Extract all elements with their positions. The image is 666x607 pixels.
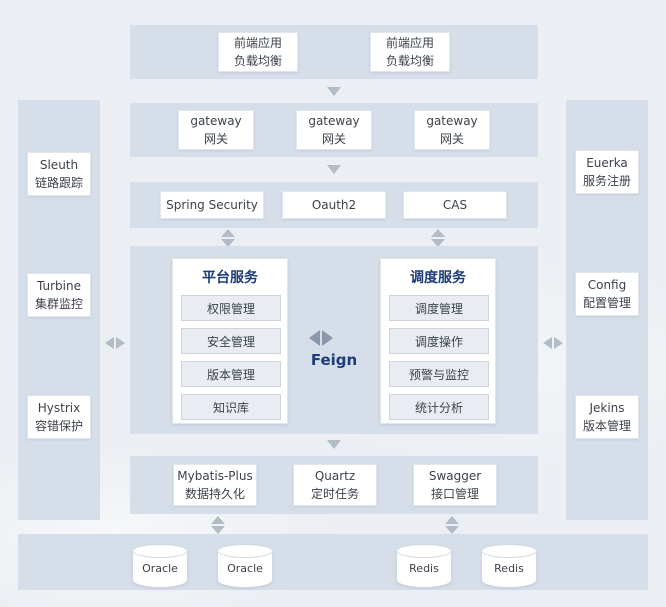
down-arrow-icon-1 [327,87,341,96]
dispatch-services-panel: 调度服务 调度管理 调度操作 预警与监控 统计分析 [380,258,496,424]
cylinder-body [217,551,273,588]
sleuth-tracing-box: Sleuth 链路跟踪 [27,152,91,196]
database-oracle-1: Oracle [132,544,188,588]
cas-box: CAS [403,191,507,219]
database-redis-2: Redis [481,544,537,588]
feign-label: Feign [310,351,358,369]
eureka-registry-box: Euerka 服务注册 [575,150,639,194]
quartz-box: Quartz 定时任务 [293,464,377,506]
frontend-loadbalance-box-2: 前端应用 负载均衡 [370,32,450,72]
feign-double-arrow-icon [309,330,333,346]
hystrix-protect-box: Hystrix 容错保护 [27,395,91,439]
down-arrowhead-icon [211,526,225,534]
frontend-band [130,25,538,79]
database-oracle-2: Oracle [217,544,273,588]
vertical-double-arrow-icon-4 [445,516,459,534]
dispatch-services-title: 调度服务 [410,270,466,286]
down-arrow-icon-3 [327,440,341,449]
right-arrowhead-icon [554,337,563,349]
platform-services-title: 平台服务 [202,270,258,286]
database-label: Oracle [227,562,263,575]
gateway-box-2: gateway 网关 [296,110,372,150]
gateway-box-1: gateway 网关 [178,110,254,150]
cylinder-top [217,544,273,558]
database-band [18,534,648,590]
jenkins-version-box: Jekins 版本管理 [575,395,639,439]
down-arrowhead-icon [221,239,235,247]
vertical-double-arrow-icon-3 [211,516,225,534]
swagger-box: Swagger 接口管理 [413,464,497,506]
up-arrowhead-icon [445,516,459,524]
dispatch-item-alert: 预警与监控 [389,361,489,387]
dispatch-item-operate: 调度操作 [389,328,489,354]
oauth2-box: Oauth2 [282,191,386,219]
down-arrowhead-icon [445,526,459,534]
database-redis-1: Redis [396,544,452,588]
feign-right-arrowhead-icon [322,330,333,346]
platform-item-version: 版本管理 [181,361,281,387]
database-label: Redis [409,562,439,575]
frontend-loadbalance-box-1: 前端应用 负载均衡 [218,32,298,72]
left-horizontal-double-arrow-icon [105,337,125,349]
turbine-monitor-box: Turbine 集群监控 [27,273,91,317]
right-horizontal-double-arrow-icon [543,337,563,349]
gateway-box-3: gateway 网关 [414,110,490,150]
dispatch-item-stats: 统计分析 [389,394,489,420]
database-label: Redis [494,562,524,575]
cylinder-top [481,544,537,558]
config-manage-box: Config 配置管理 [575,272,639,316]
up-arrowhead-icon [221,229,235,237]
left-arrowhead-icon [105,337,114,349]
down-arrowhead-icon [431,239,445,247]
vertical-double-arrow-icon-1 [221,229,235,247]
left-arrowhead-icon [543,337,552,349]
right-arrowhead-icon [116,337,125,349]
down-arrow-icon-2 [327,165,341,174]
database-label: Oracle [142,562,178,575]
cylinder-body [396,551,452,588]
platform-item-knowledge: 知识库 [181,394,281,420]
platform-services-panel: 平台服务 权限管理 安全管理 版本管理 知识库 [172,258,288,424]
up-arrowhead-icon [431,229,445,237]
mybatis-plus-box: Mybatis-Plus 数据持久化 [173,464,257,506]
spring-security-box: Spring Security [160,191,264,219]
cylinder-top [132,544,188,558]
platform-item-security: 安全管理 [181,328,281,354]
up-arrowhead-icon [211,516,225,524]
vertical-double-arrow-icon-2 [431,229,445,247]
dispatch-item-manage: 调度管理 [389,295,489,321]
platform-item-permission: 权限管理 [181,295,281,321]
feign-left-arrowhead-icon [309,330,320,346]
cylinder-top [396,544,452,558]
